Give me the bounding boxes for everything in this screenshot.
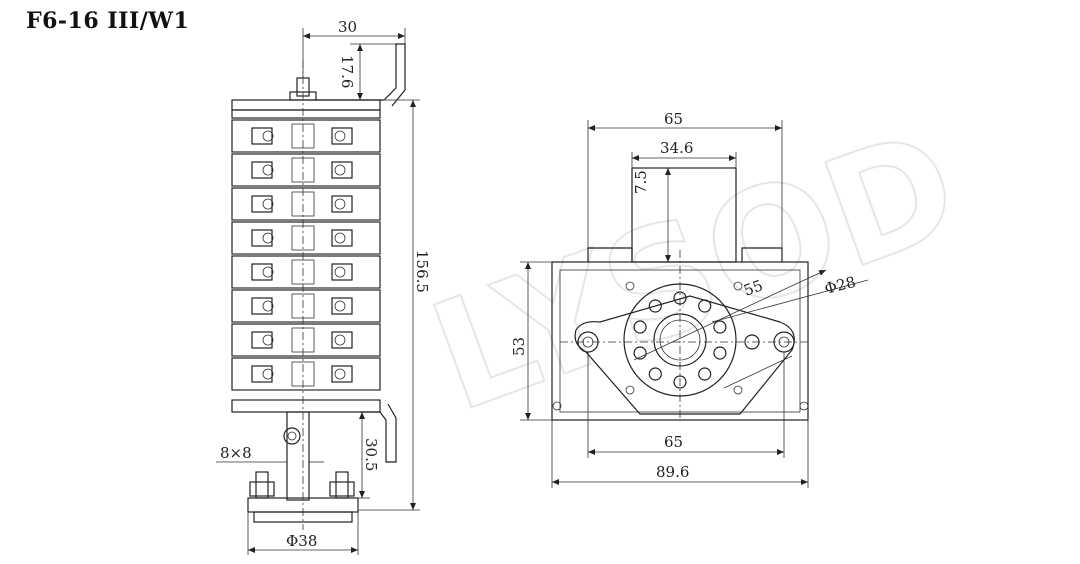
bottom-plate: [231, 399, 381, 413]
dim-square-shaft: 8×8: [220, 444, 252, 462]
dim-overall-width: 89.6: [656, 463, 689, 481]
corner-screw-bl: [625, 385, 635, 395]
contact-hole: [633, 346, 647, 360]
terminal-right: [331, 365, 353, 383]
switch-deck: [231, 289, 381, 323]
terminal-left: [251, 161, 273, 179]
square-shaft: [286, 411, 310, 501]
ring-leader: [711, 279, 869, 323]
switch-deck: [231, 187, 381, 221]
contact-hole: [698, 299, 712, 313]
dim-top-width-front: 65: [664, 110, 683, 128]
contact-hole: [713, 320, 727, 334]
switch-decks: [231, 119, 381, 391]
base-screw-l: [552, 401, 562, 411]
switch-deck: [231, 357, 381, 391]
dim-mount-spacing: 65: [664, 433, 683, 451]
contact-hole: [673, 375, 687, 389]
dim-base-diameter: Φ38: [286, 532, 317, 550]
switch-deck: [231, 153, 381, 187]
dim-total-height: 156.5: [413, 250, 431, 293]
switch-deck: [231, 255, 381, 289]
standoff-right: [335, 471, 349, 499]
terminal-right: [331, 229, 353, 247]
terminal-left: [251, 263, 273, 281]
terminal-left: [251, 195, 273, 213]
terminal-right: [331, 331, 353, 349]
nut-left: [249, 481, 275, 497]
dim-notch-width: 34.6: [660, 139, 693, 157]
dim-notch-depth: 7.5: [632, 170, 650, 194]
terminal-right: [331, 161, 353, 179]
radius-line: [633, 295, 771, 361]
top-plate: [231, 99, 381, 111]
terminal-right: [331, 195, 353, 213]
contact-holes: [633, 291, 727, 389]
terminal-left: [251, 297, 273, 315]
terminal-right: [331, 297, 353, 315]
shaft-screw-inner: [287, 431, 297, 441]
switch-deck: [231, 119, 381, 153]
corner-screw-tl: [625, 281, 635, 291]
switch-deck: [231, 221, 381, 255]
top-plate-2: [231, 109, 381, 119]
dim-height: 53: [510, 337, 528, 356]
contact-hole: [648, 367, 662, 381]
shaft-screw: [283, 427, 301, 445]
contact-hole: [633, 320, 647, 334]
front-view: 65 34.6 7.5 53 55 Φ28 65 89.6: [510, 110, 869, 488]
corner-screw-tr: [733, 281, 743, 291]
corner-screw-br: [733, 385, 743, 395]
standoff-left: [255, 471, 269, 499]
switch-deck: [231, 323, 381, 357]
contact-hole: [713, 346, 727, 360]
terminal-left: [251, 331, 273, 349]
terminal-left: [251, 365, 273, 383]
ring-leader-2: [723, 355, 793, 389]
side-view: 30 17.6 156.5 30.5 8×8 Φ38: [216, 18, 431, 555]
contact-hole: [648, 299, 662, 313]
terminal-right: [331, 263, 353, 281]
nut-right: [329, 481, 355, 497]
bottom-bracket: [360, 403, 397, 463]
dim-radius: 55: [741, 276, 765, 299]
base-screw-r: [799, 401, 809, 411]
terminal-right: [331, 127, 353, 145]
terminal-left: [251, 127, 273, 145]
dim-bottom-height: 30.5: [362, 438, 380, 471]
top-bracket: [316, 43, 406, 107]
dim-top-width: 30: [338, 18, 357, 36]
dim-top-height: 17.6: [338, 55, 356, 88]
terminal-left: [251, 229, 273, 247]
drawing-title: F6-16 III/W1: [26, 8, 190, 34]
contact-hole: [698, 367, 712, 381]
